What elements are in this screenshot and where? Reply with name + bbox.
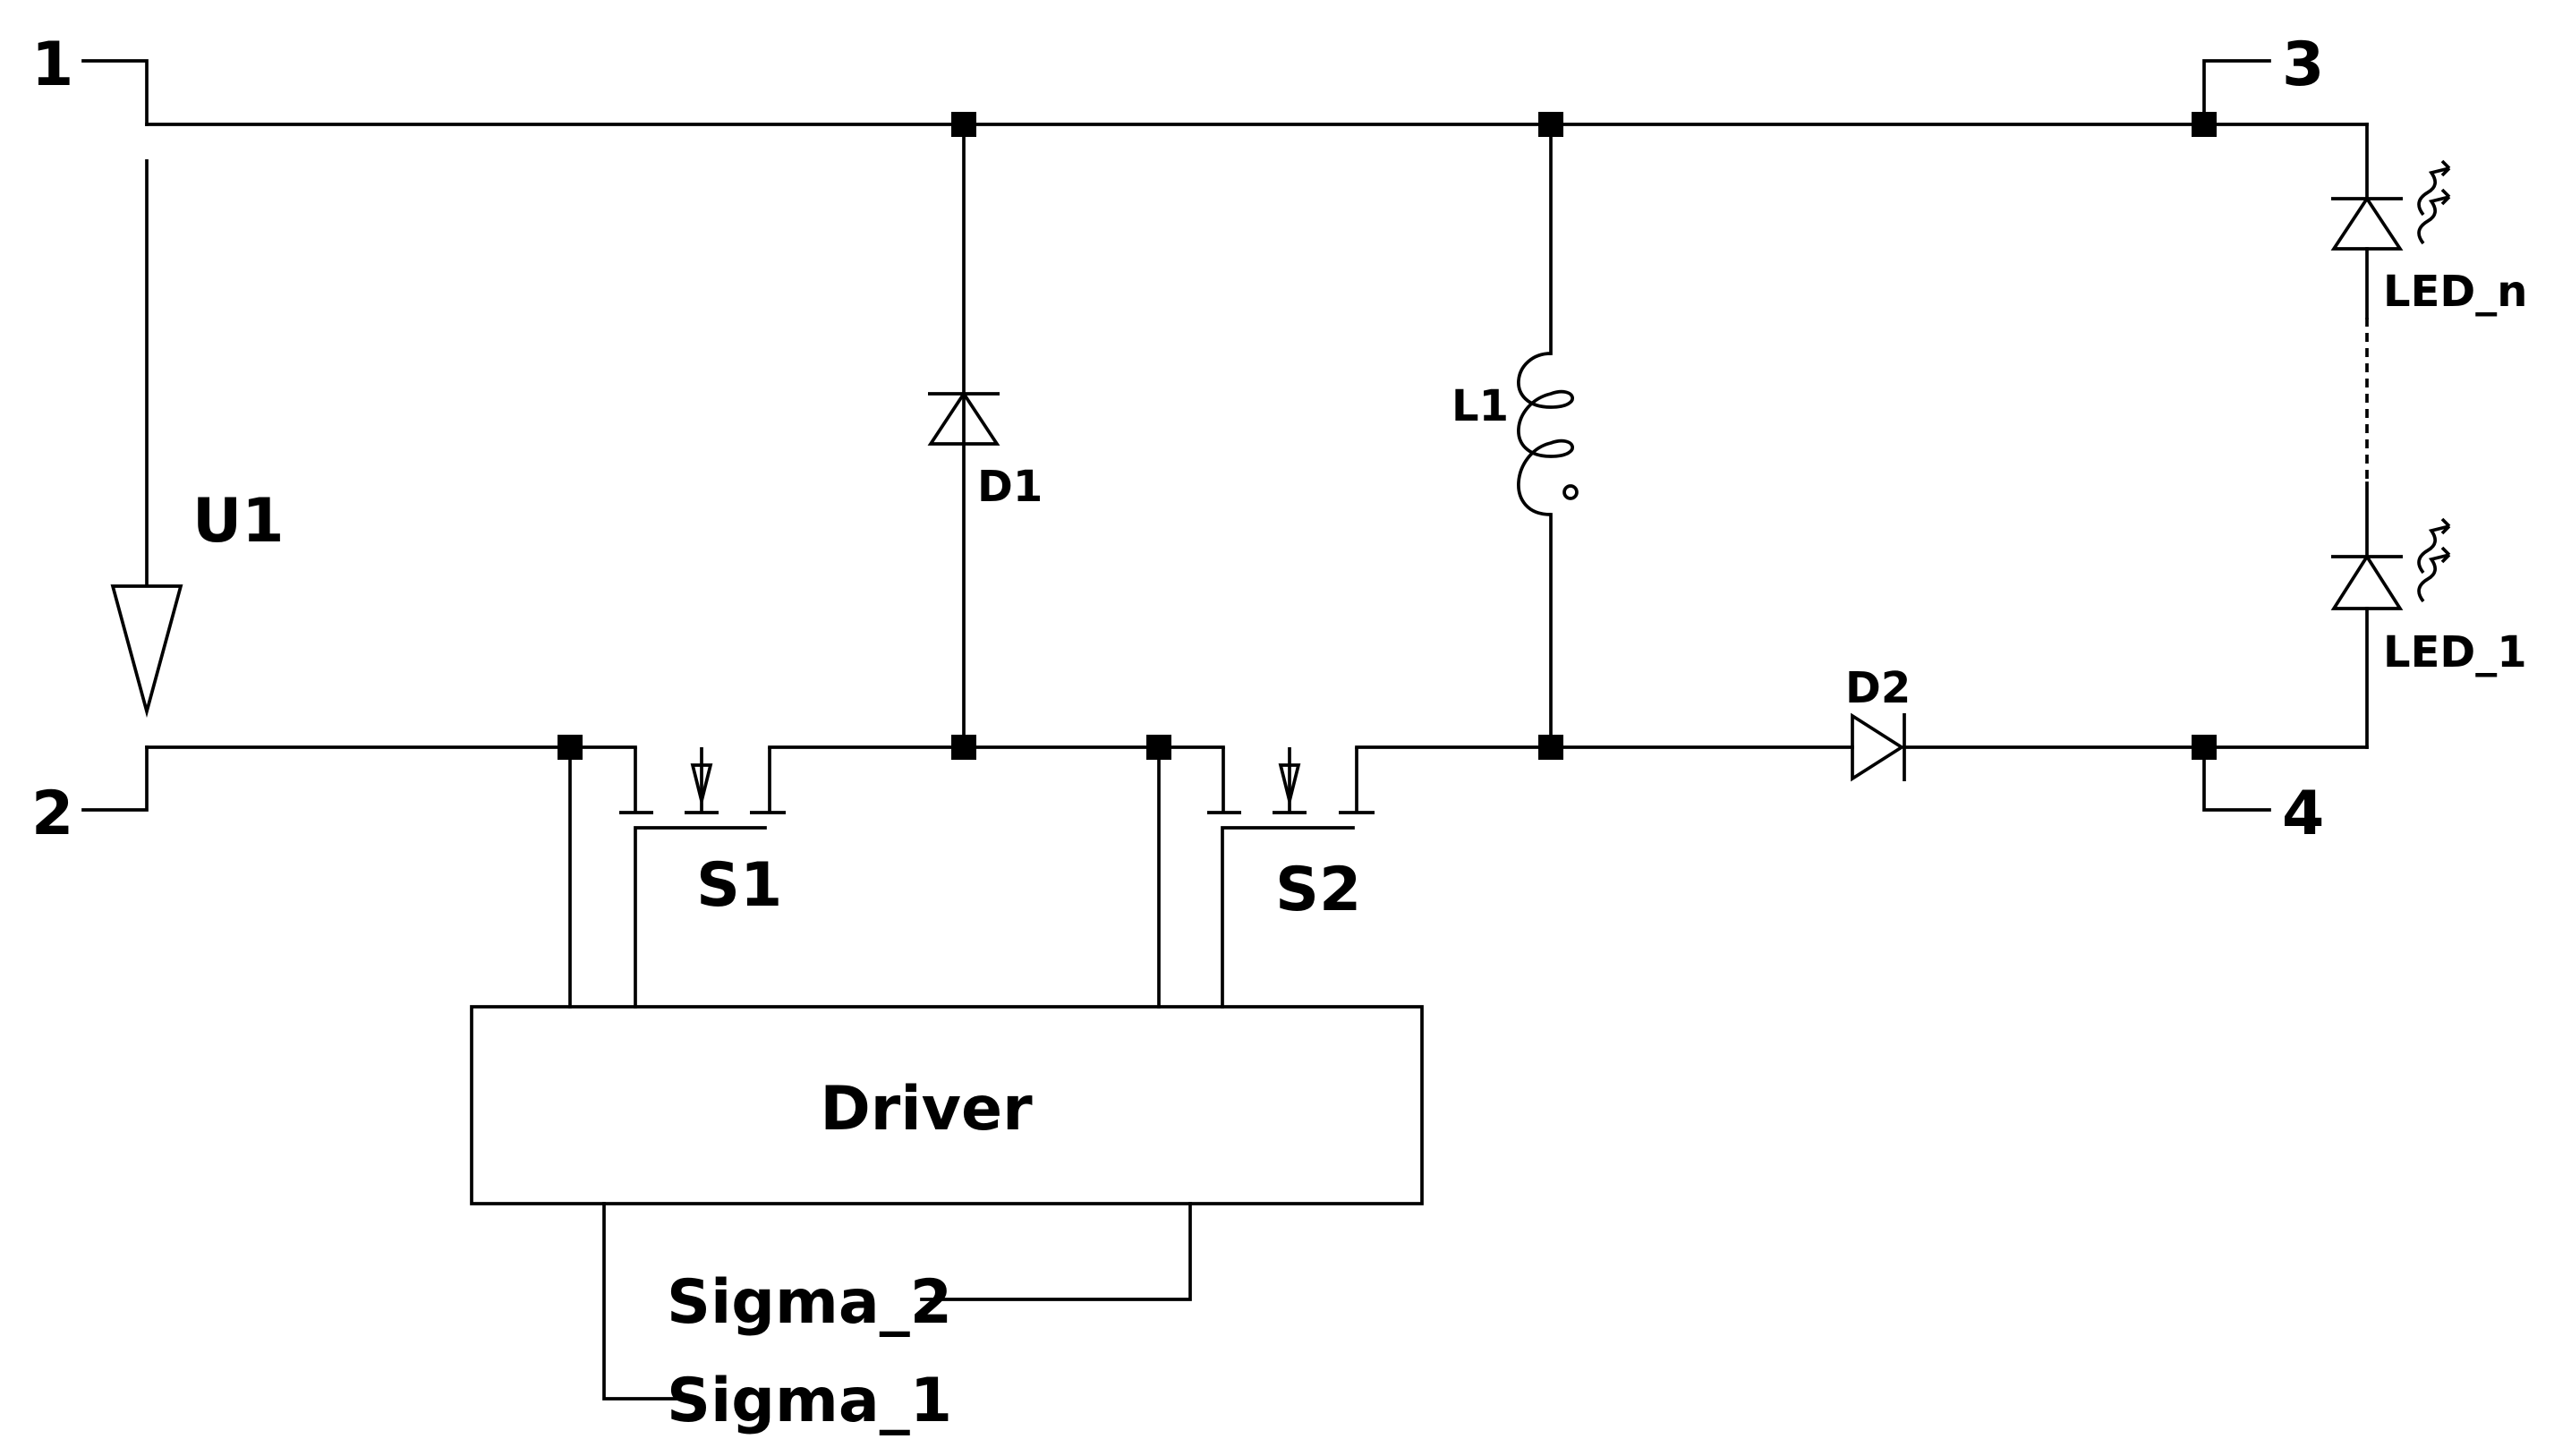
node-s2-source [1146, 735, 1171, 760]
node-s1-source [558, 735, 583, 760]
node-terminal-3 [2192, 112, 2217, 137]
node-top-d1 [951, 112, 976, 137]
node-bottom-d1 [951, 735, 976, 760]
led-n-symbol [2330, 159, 2451, 251]
terminal-3-label: 3 [2282, 30, 2324, 100]
terminal-2-label: 2 [31, 779, 73, 849]
u1-voltage-arrow [110, 159, 183, 719]
l1-label: L1 [1452, 381, 1509, 431]
s1-label: S1 [696, 850, 782, 921]
led-n-light-rays-icon [2417, 159, 2451, 245]
d1-diode-symbol [927, 390, 1000, 446]
driver-label: Driver [820, 1074, 1033, 1145]
wires [81, 59, 2369, 1401]
l1-polarity-dot [1562, 484, 1579, 500]
led-1-symbol [2330, 517, 2451, 610]
driver-to-s1-gate [634, 826, 767, 1009]
sigma-2-wire [920, 1202, 1192, 1301]
s1-mosfet-symbol [619, 747, 786, 814]
terminal-1-lead [81, 59, 149, 126]
terminal-3-lead [2202, 59, 2271, 126]
terminal-4-lead [2202, 745, 2271, 812]
terminal-2-lead [81, 745, 149, 812]
node-terminal-4 [2192, 735, 2217, 760]
node-bottom-l1 [1538, 735, 1563, 760]
junction-nodes [558, 112, 2217, 760]
u1-label: U1 [192, 486, 285, 557]
terminal-1-label: 1 [31, 30, 73, 100]
d2-diode-symbol [1851, 712, 1906, 782]
sigma-1-wire [602, 1202, 682, 1401]
s2-mosfet-symbol [1207, 747, 1375, 814]
led-n-label: LED_n [2383, 267, 2527, 317]
sigma-2-label: Sigma_2 [667, 1267, 952, 1338]
terminal-4-label: 4 [2282, 779, 2324, 849]
d1-label: D1 [977, 462, 1043, 512]
led-1-light-rays-icon [2417, 517, 2451, 603]
led-1-label: LED_1 [2383, 627, 2527, 677]
l1-inductor-symbol [1517, 352, 1579, 516]
driver-to-s2-gate [1221, 826, 1355, 1009]
s2-label: S2 [1275, 855, 1361, 925]
d2-label: D2 [1845, 663, 1911, 713]
driver-block [470, 1005, 1424, 1205]
sigma-1-label: Sigma_1 [667, 1366, 952, 1436]
node-top-l1 [1538, 112, 1563, 137]
